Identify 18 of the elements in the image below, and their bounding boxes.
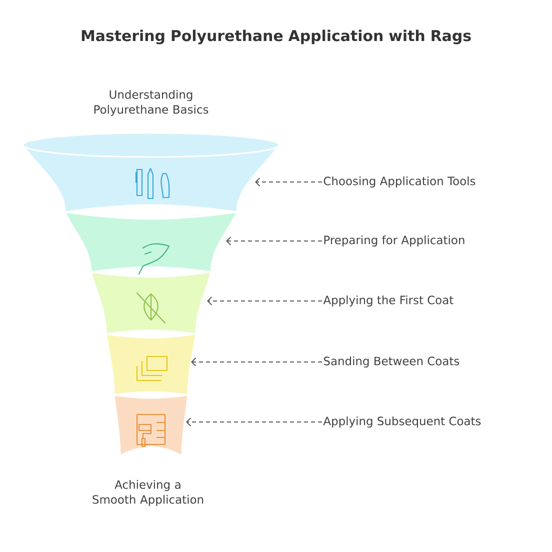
step-label: Applying the First Coat xyxy=(323,295,454,307)
leader-arrow xyxy=(226,236,322,246)
funnel-band xyxy=(105,333,197,396)
leader-arrow xyxy=(207,296,322,306)
funnel-band xyxy=(22,132,280,213)
step-label: Choosing Application Tools xyxy=(324,176,476,188)
leader-arrow xyxy=(255,178,322,186)
step-label: Applying Subsequent Coats xyxy=(323,416,481,428)
funnel-band xyxy=(90,271,212,335)
step-label: Preparing for Application xyxy=(324,235,464,247)
title: Mastering Polyurethane Application with Rags xyxy=(82,30,471,44)
funnel-band xyxy=(113,394,189,457)
stage-label: Achieving a Smooth Application xyxy=(92,480,204,506)
leader-arrow xyxy=(186,418,322,426)
leader-arrow xyxy=(191,358,322,366)
funnel-band xyxy=(64,211,238,273)
step-label: Sanding Between Coats xyxy=(324,356,460,368)
stage-label: Understanding Polyurethane Basics xyxy=(94,90,208,116)
